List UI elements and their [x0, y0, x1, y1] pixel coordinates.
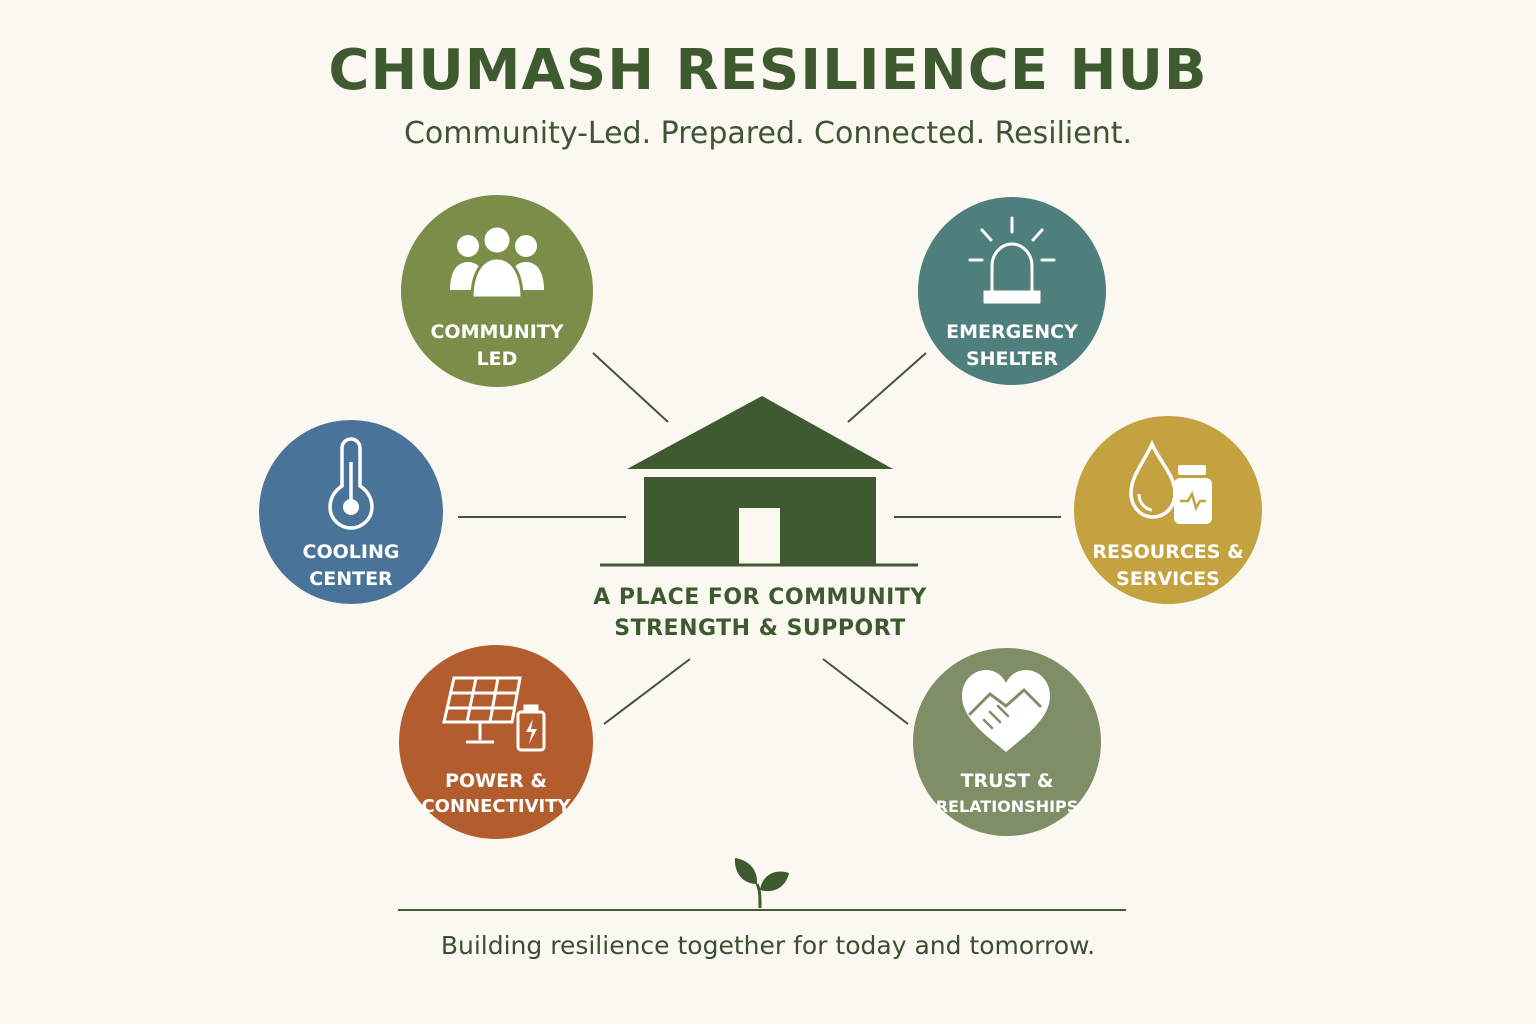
connector-power-connectivity: [603, 658, 691, 725]
page-title: CHUMASH RESILIENCE HUB: [328, 38, 1208, 103]
node-resources-services-line2: SERVICES: [1116, 568, 1220, 590]
node-emergency-shelter-line2: SHELTER: [966, 348, 1058, 370]
node-trust-relationships-line2: RELATIONSHIPS: [936, 797, 1079, 816]
node-cooling-center-line2: CENTER: [309, 568, 393, 590]
sprout-icon: [734, 858, 789, 909]
node-power-connectivity-circle: [399, 645, 593, 839]
connector-lines: [458, 352, 1061, 725]
node-resources-services: RESOURCES & SERVICES: [1074, 416, 1262, 604]
house-door: [739, 508, 780, 564]
node-community-led-line2: LED: [477, 348, 518, 370]
connector-trust-relationships: [822, 658, 909, 725]
alarm-light-icon: [968, 216, 1056, 304]
center-caption-line1: A PLACE FOR COMMUNITY: [593, 585, 927, 610]
node-cooling-center: COOLING CENTER: [259, 420, 443, 604]
node-cooling-center-line1: COOLING: [303, 541, 400, 563]
house-roof: [627, 396, 893, 469]
node-power-connectivity-line1: POWER &: [445, 770, 547, 792]
people-icon: [450, 224, 544, 300]
hub-house-icon: [600, 396, 918, 567]
node-trust-relationships-line1: TRUST &: [961, 770, 1054, 792]
node-power-connectivity: POWER & CONNECTIVITY: [399, 645, 593, 839]
node-power-connectivity-line2: CONNECTIVITY: [421, 796, 571, 817]
node-emergency-shelter: EMERGENCY SHELTER: [918, 197, 1106, 385]
node-community-led-line1: COMMUNITY: [430, 321, 563, 343]
connector-emergency-shelter: [847, 352, 927, 423]
node-resources-services-line1: RESOURCES &: [1092, 541, 1243, 563]
water-drop-jar-icon: [1129, 439, 1212, 524]
footer-tagline: Building resilience together for today a…: [440, 931, 1096, 960]
page-subtitle: Community-Led. Prepared. Connected. Resi…: [403, 116, 1133, 151]
solar-panel-battery-icon: [442, 676, 546, 752]
thermometer-icon: [328, 437, 374, 530]
node-emergency-shelter-line1: EMERGENCY: [946, 321, 1078, 343]
connector-community-led: [592, 352, 669, 423]
center-caption-line2: STRENGTH & SUPPORT: [614, 616, 905, 641]
heart-handshake-icon: [962, 670, 1050, 752]
node-trust-relationships: TRUST & RELATIONSHIPS: [913, 648, 1101, 836]
node-community-led: COMMUNITY LED: [401, 195, 593, 387]
